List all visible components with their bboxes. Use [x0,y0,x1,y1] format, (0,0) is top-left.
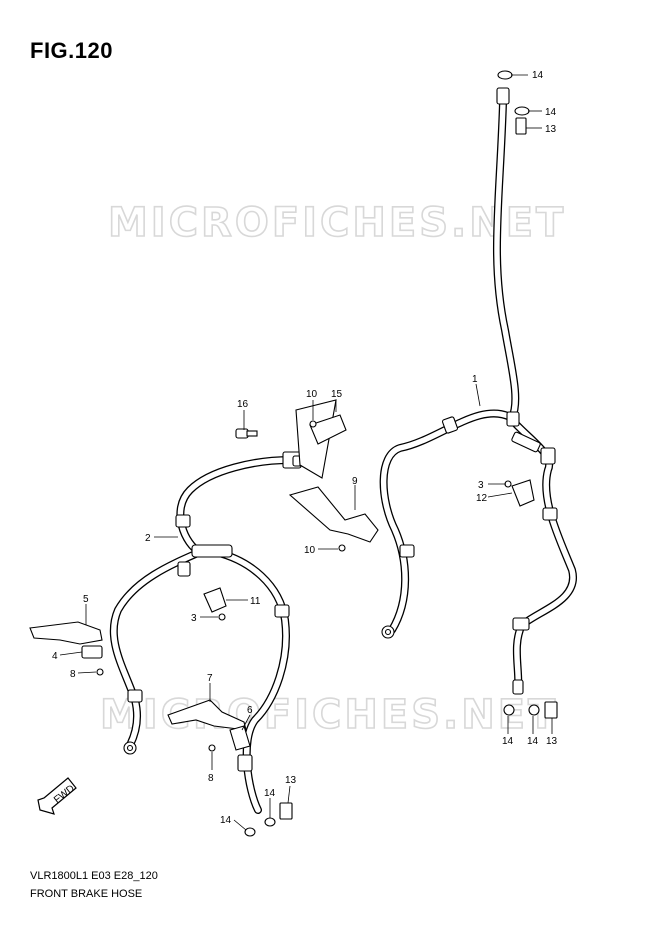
leader-lines [59,74,553,831]
callout-7: 7 [207,673,213,684]
lower-right-fittings[interactable] [503,701,558,719]
forward-direction-arrow: FWD [37,777,77,815]
callout-6: 6 [247,705,253,716]
callout-14-upper: 14 [545,107,557,118]
callout-16: 16 [237,399,249,410]
hose-1[interactable] [379,70,578,695]
callout-1: 1 [472,374,478,385]
callout-14-top: 14 [532,70,544,81]
model-code: VLR1800L1 E03 E28_120 [30,870,158,882]
callout-4: 4 [52,651,58,662]
watermark-top: MICROFICHES.NET [108,200,566,246]
callout-8-lower: 8 [208,773,214,784]
page-title: FIG.120 [30,38,113,63]
callout-14-lower-b: 14 [220,815,232,826]
callout-12: 12 [476,493,488,504]
callout-15: 15 [331,389,343,400]
callout-10-upper: 10 [306,389,318,400]
bracket-9[interactable] [288,486,379,552]
callout-5: 5 [83,594,89,605]
callout-13-lower: 13 [285,775,297,786]
callout-3-left: 3 [191,613,197,624]
callout-3-right: 3 [478,480,484,491]
hose-2[interactable] [29,428,308,837]
callout-14-bottom-a: 14 [502,736,514,747]
callout-11: 11 [250,596,261,607]
callout-13-upper: 13 [545,124,557,135]
clamp-15[interactable] [295,399,347,479]
part-name: FRONT BRAKE HOSE [30,888,143,900]
callout-14-lower-a: 14 [264,788,276,799]
callout-13-bottom: 13 [546,736,558,747]
callout-14-bottom-b: 14 [527,736,539,747]
callout-2: 2 [145,533,151,544]
callout-8-left: 8 [70,669,76,680]
callout-9: 9 [352,476,358,487]
callout-10-lower: 10 [304,545,316,556]
